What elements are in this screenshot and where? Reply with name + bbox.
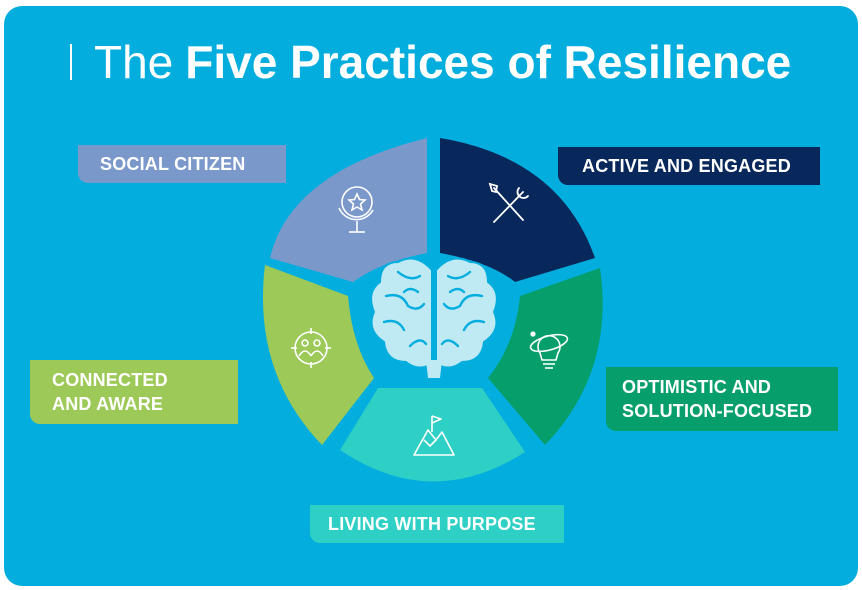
title-light: The [94, 36, 174, 88]
label-optimistic-line1: OPTIMISTIC AND [622, 377, 772, 397]
segment-optimistic [488, 268, 603, 445]
label-optimistic-line2: SOLUTION-FOCUSED [622, 401, 813, 421]
label-active-engaged-text: ACTIVE AND ENGAGED [582, 156, 791, 176]
label-optimistic-solution: OPTIMISTIC AND SOLUTION-FOCUSED [606, 367, 838, 431]
label-connected-aware: CONNECTED AND AWARE [30, 360, 238, 424]
globe-star-icon [338, 186, 374, 233]
lightbulb-orbit-icon [529, 331, 569, 369]
page-title: The Five Practices of Resilience [70, 32, 791, 92]
label-social-citizen: SOCIAL CITIZEN [78, 145, 286, 183]
label-living-purpose-text: LIVING WITH PURPOSE [328, 514, 536, 534]
segment-connected-aware [262, 265, 374, 445]
wrench-screwdriver-icon [488, 182, 529, 223]
people-target-icon [291, 328, 331, 368]
label-connected-line1: CONNECTED [52, 370, 168, 390]
label-social-citizen-text: SOCIAL CITIZEN [100, 154, 246, 174]
title-divider [70, 44, 72, 80]
segment-active-engaged [440, 138, 595, 282]
segment-social-citizen [270, 138, 427, 282]
label-active-engaged: ACTIVE AND ENGAGED [558, 147, 820, 185]
label-living-purpose: LIVING WITH PURPOSE [310, 505, 564, 543]
title-bold: Five Practices of Resilience [185, 36, 792, 88]
mountain-flag-icon [413, 415, 455, 456]
brain-icon [370, 257, 498, 378]
label-connected-line2: AND AWARE [52, 394, 164, 414]
